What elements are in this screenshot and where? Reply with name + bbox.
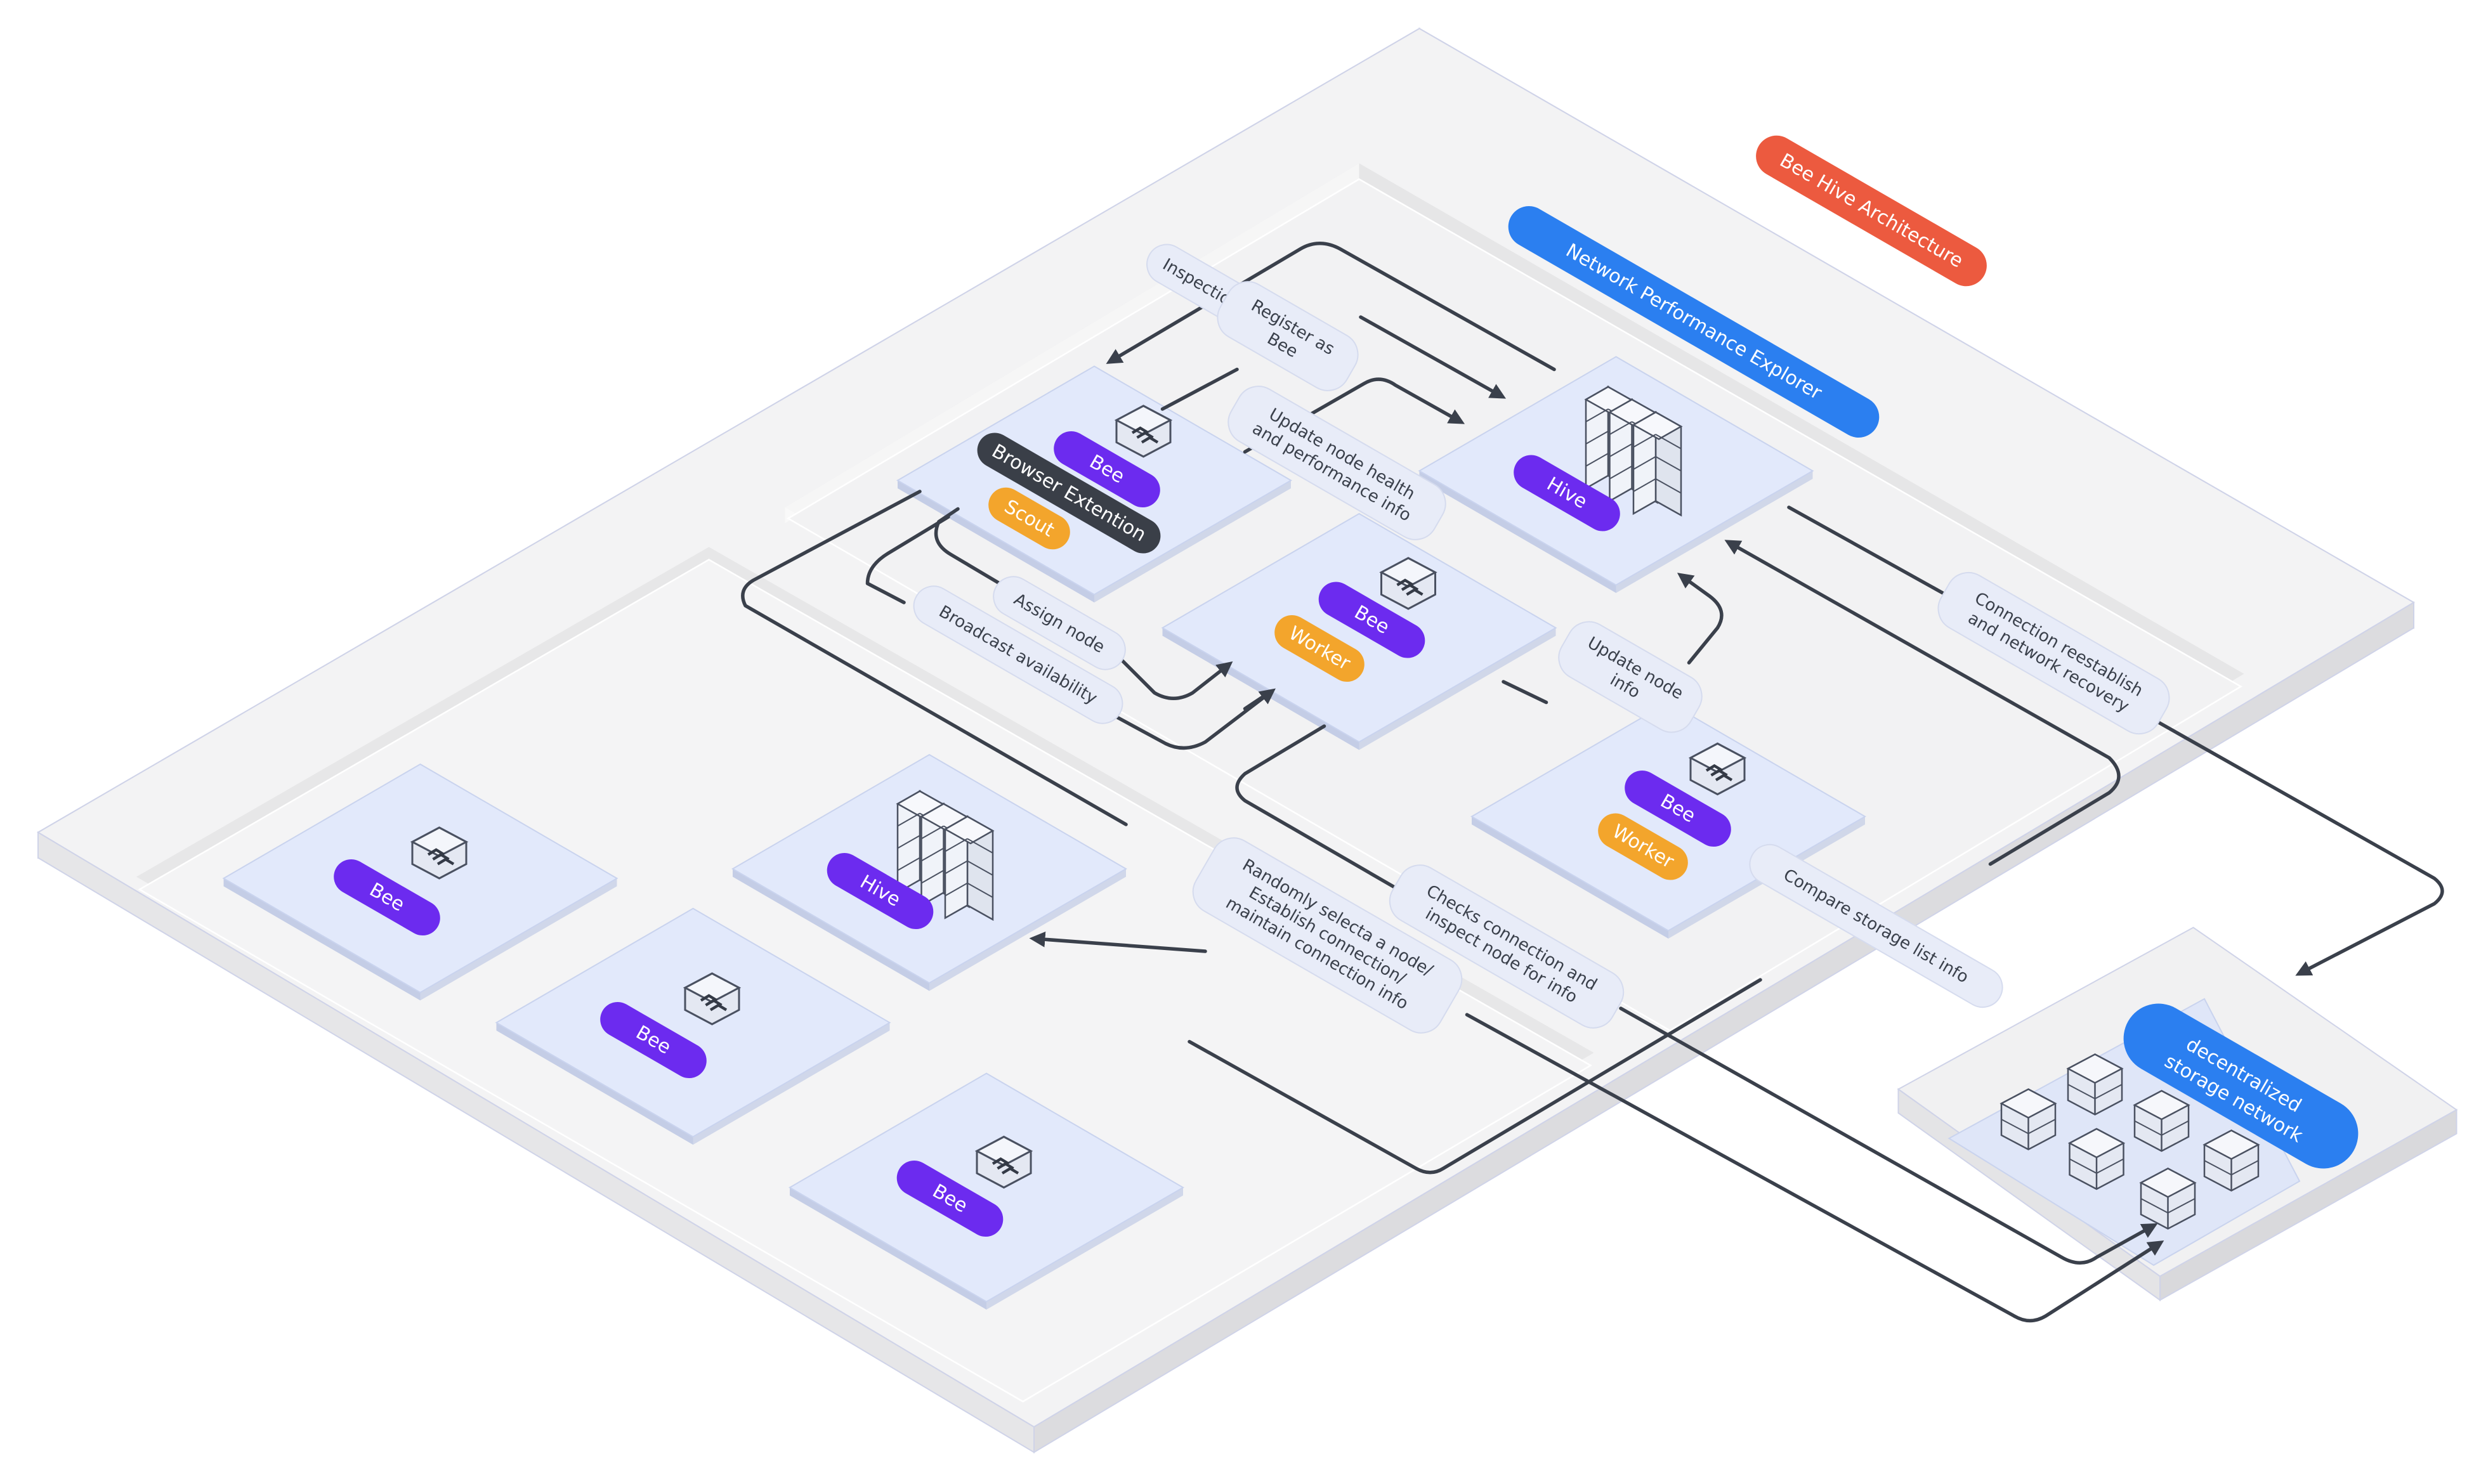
flow-label-register: Register asBee <box>1217 281 1359 391</box>
conn-compare <box>1188 542 2121 1175</box>
storage-server-icon <box>2139 1168 2197 1230</box>
hive-top-pill-bg <box>1514 455 1620 531</box>
storage-server-icon <box>2202 1129 2260 1192</box>
tile-edge-left <box>1419 471 1616 593</box>
flow-label-bg <box>1749 843 2003 1008</box>
tile-edge-right <box>929 869 1126 991</box>
tile-edge-left <box>496 1022 693 1145</box>
storage-server-icon <box>2066 1053 2124 1116</box>
tile-edge-left <box>790 1187 986 1310</box>
server-rack-icon <box>896 790 995 921</box>
storage-pill-bg <box>2123 1003 2359 1169</box>
bee-worker-2-pill-bg <box>1625 771 1731 847</box>
tile-edge-right <box>1359 628 1556 750</box>
tile-bee-left-2 <box>495 908 891 1145</box>
bee-scout-pill-bg <box>1054 431 1160 507</box>
storage-server-icon <box>1999 1088 2057 1150</box>
flow-label-bg <box>1558 621 1703 733</box>
conn-randomly <box>741 490 2160 1323</box>
conn-reestablish <box>1787 505 2444 973</box>
bee-worker-1-pill-bg <box>1318 582 1425 658</box>
router-icon <box>1688 742 1747 796</box>
storage-server-icon <box>2067 1128 2126 1190</box>
tile-edge-right <box>1616 471 1813 593</box>
conn-broadcast <box>865 515 1273 750</box>
tile-bee-left-1 <box>222 763 618 1001</box>
tile-edge-left <box>898 480 1094 602</box>
flow-label-bg <box>1217 281 1359 391</box>
bee-worker-2-pill: Bee <box>1625 771 1731 847</box>
main-platform <box>37 27 2415 1454</box>
connectors <box>741 242 2444 1323</box>
flow-label-bg <box>993 576 1126 670</box>
router-icon <box>974 1135 1033 1189</box>
tile-edge-left <box>1472 816 1668 939</box>
flow-label-bg <box>913 585 1123 724</box>
browser-extension-pill-bg <box>977 433 1161 554</box>
worker-2-pill-bg <box>1598 813 1688 880</box>
conn-left-hive <box>1029 931 1207 953</box>
tile-bee-left-3 <box>789 1072 1184 1310</box>
flow-label-bg <box>1192 837 1463 1034</box>
flow-label-bg <box>1937 571 2170 735</box>
scout-pill-bg <box>988 487 1070 550</box>
router-icon <box>1379 557 1437 610</box>
router-icon <box>1114 405 1173 458</box>
tile-edge-left <box>223 878 421 1001</box>
router-icon <box>683 972 742 1025</box>
tile-edge-right <box>693 1022 890 1145</box>
server-rack-icon <box>1584 385 1683 517</box>
tile-edge-right <box>986 1187 1183 1310</box>
tile-edge-right <box>420 878 617 1001</box>
worker-1-pill-bg <box>1274 615 1365 682</box>
tile-edge-right <box>1094 480 1291 602</box>
router-icon <box>410 826 469 880</box>
bee-left-3-pill-bg <box>896 1161 1004 1237</box>
conn-inspection-reward <box>1106 242 1556 372</box>
bee-left-2-pill-bg <box>600 1002 707 1078</box>
tile-surface <box>789 1072 1184 1303</box>
conn-checks <box>1235 724 2154 1265</box>
storage-server-icon <box>2133 1090 2190 1152</box>
flow-label-bg <box>1389 864 1625 1029</box>
flow-label-bg <box>1227 386 1446 540</box>
bee-left-1-pill-bg <box>334 859 440 935</box>
tile-edge-left <box>733 869 929 991</box>
conn-update-node <box>1502 576 1724 705</box>
hive-left-pill-bg <box>827 853 934 929</box>
tile-surface <box>495 908 891 1138</box>
title-pill-bg <box>1756 135 1987 287</box>
tile-surface <box>222 763 618 994</box>
conn-update-health <box>1243 377 1465 454</box>
npe-pill-bg <box>1508 206 1880 438</box>
conn-register <box>1160 315 1502 411</box>
